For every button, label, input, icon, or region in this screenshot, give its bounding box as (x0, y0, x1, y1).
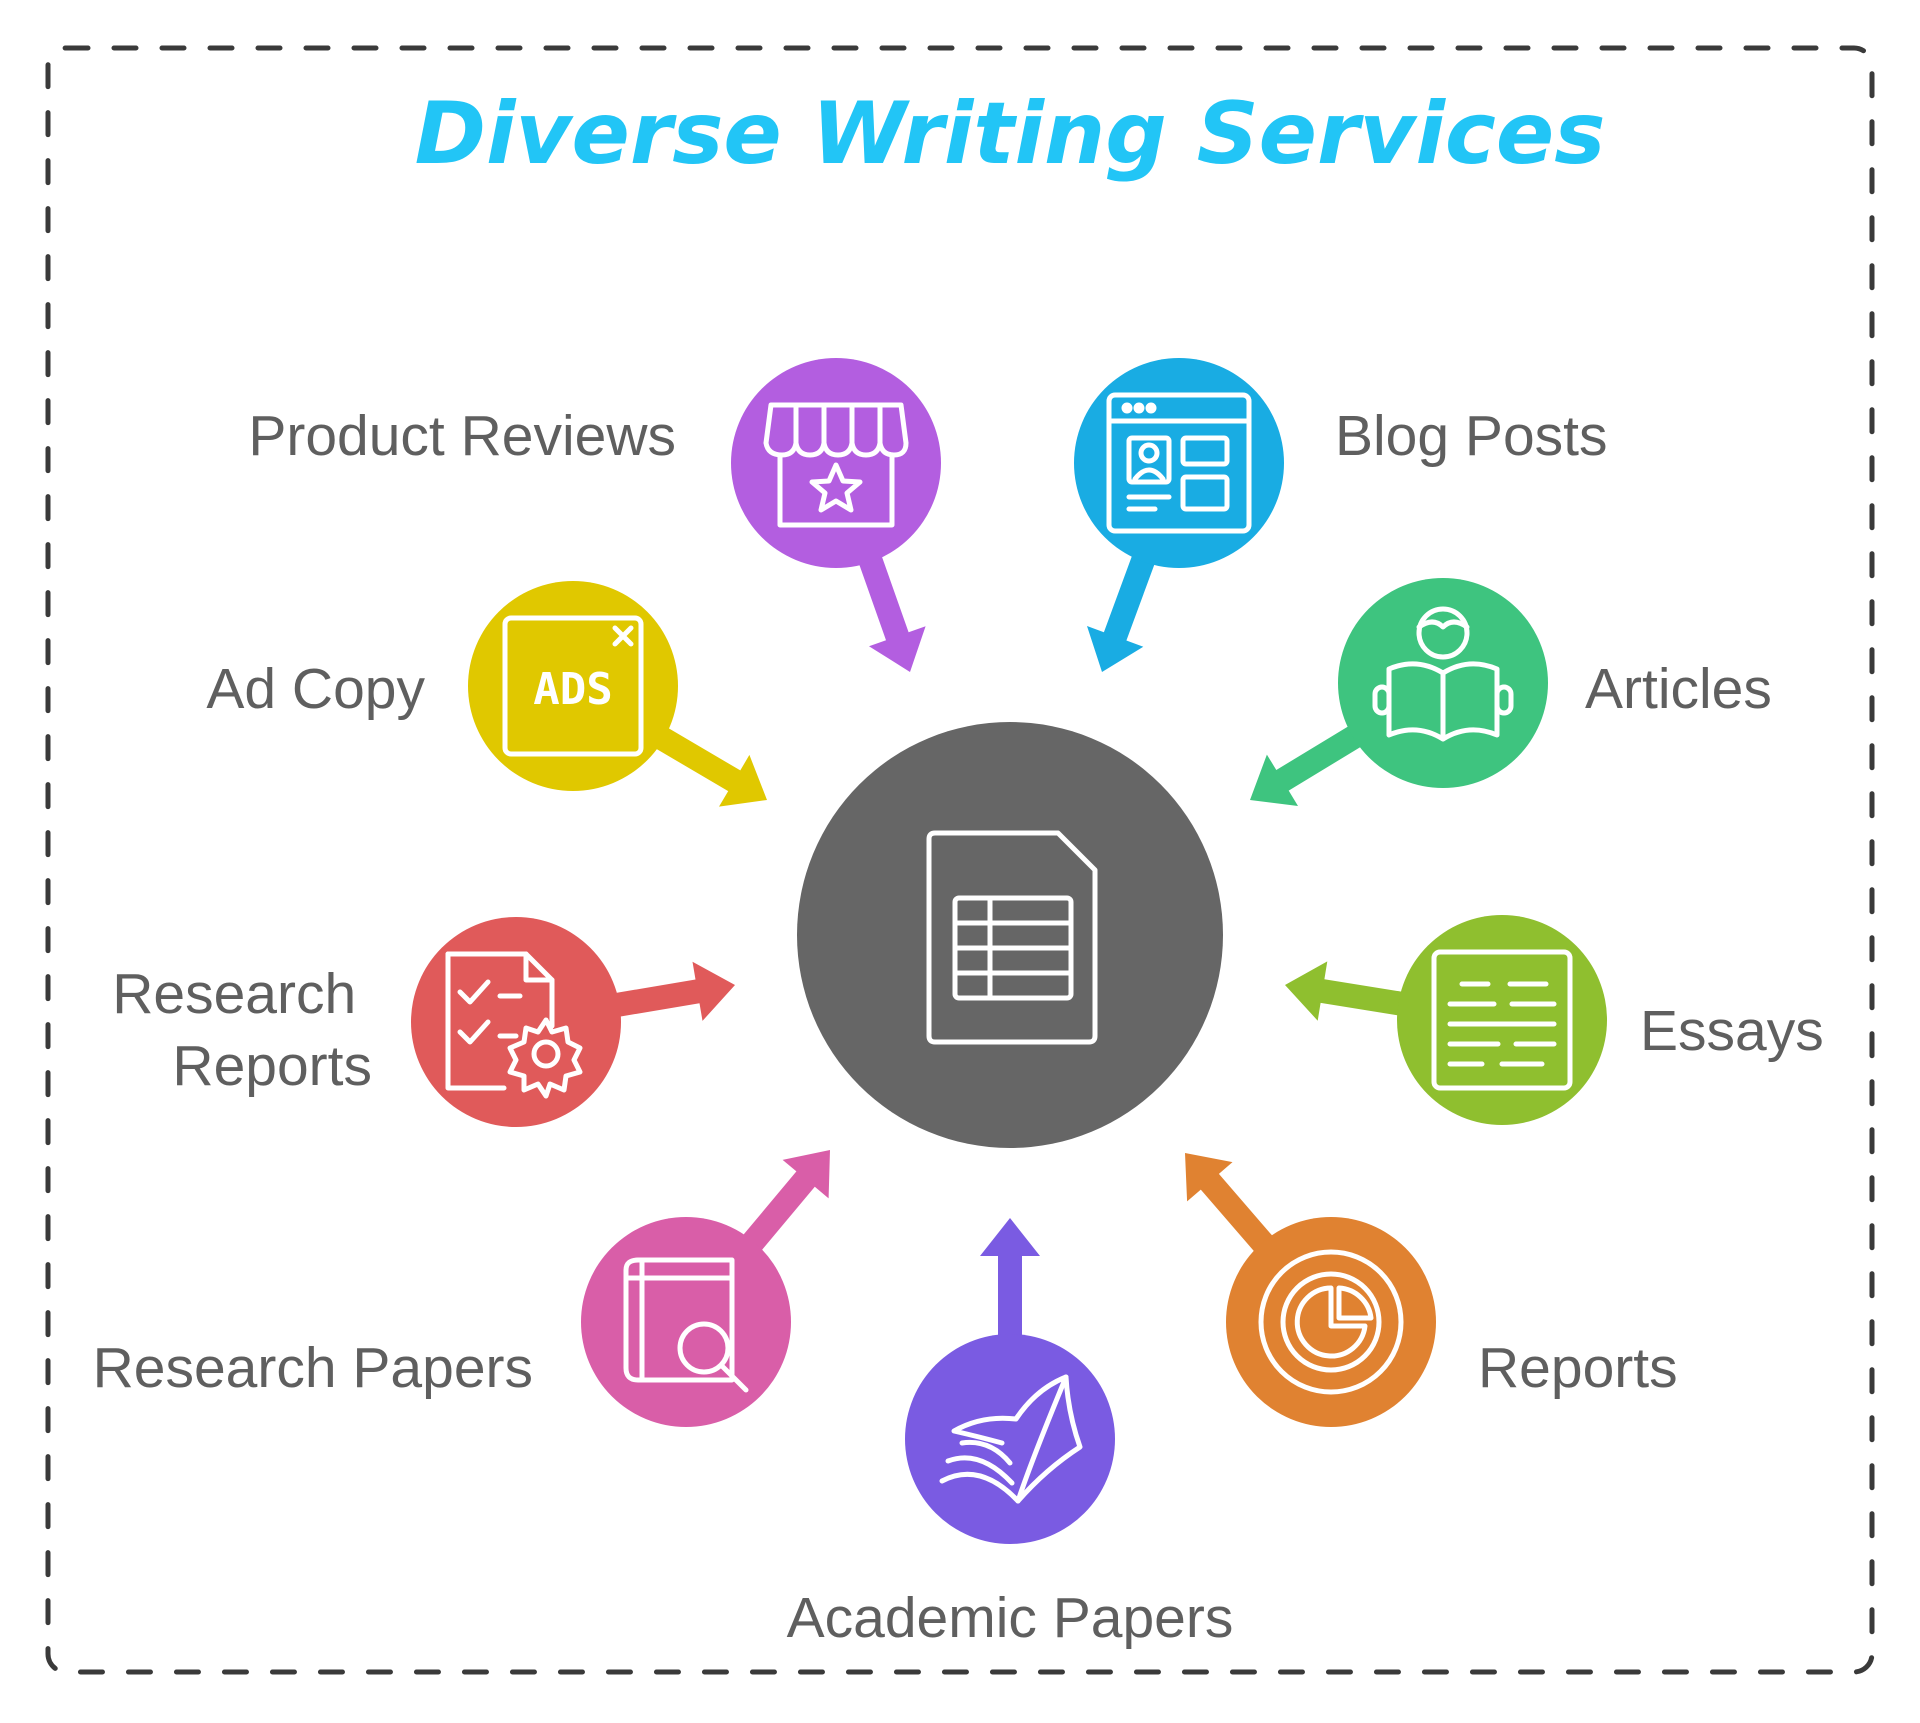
book-search-icon (623, 1257, 749, 1393)
label-product-reviews: Product Reviews (248, 404, 676, 468)
diagram-title: Diverse Writing Services (415, 84, 1606, 184)
service-node-4 (1226, 1217, 1436, 1427)
label-research-reports-line-2: Reports (172, 1034, 372, 1098)
service-node-0 (731, 358, 941, 568)
service-node-3 (1397, 915, 1607, 1125)
pie-chart-icon (1258, 1249, 1404, 1395)
service-node-8: ADS (468, 581, 678, 791)
web-browser-layout-icon (1106, 392, 1252, 534)
ads-text: ADS (533, 664, 612, 715)
service-circle-6 (581, 1217, 791, 1427)
connector-arrow-8 (650, 724, 767, 807)
connector-arrow-4 (1185, 1153, 1277, 1257)
service-circle-3 (1397, 915, 1607, 1125)
storefront-star-icon (763, 402, 909, 528)
label-essays: Essays (1640, 999, 1824, 1063)
person-reading-icon (1372, 606, 1514, 742)
hub-node (797, 722, 1223, 1148)
service-node-7 (411, 917, 621, 1127)
label-research-reports: Research Reports (112, 962, 372, 1098)
label-research-papers: Research Papers (93, 1336, 533, 1400)
spreadsheet-document-icon (926, 830, 1098, 1045)
label-blog-posts: Blog Posts (1335, 404, 1607, 468)
connector-arrow-2 (1250, 723, 1367, 806)
connector-arrow-6 (739, 1150, 830, 1256)
open-book-icon (939, 1374, 1083, 1504)
connector-arrow-5 (980, 1218, 1040, 1342)
label-academic-papers: Academic Papers (787, 1586, 1234, 1650)
service-node-6 (581, 1217, 791, 1427)
document-checklist-gear-icon (445, 951, 583, 1099)
label-ad-copy: Ad Copy (206, 657, 425, 721)
text-document-icon (1431, 949, 1573, 1091)
service-circle-5 (905, 1334, 1115, 1544)
service-circle-1 (1074, 358, 1284, 568)
service-circle-7 (411, 917, 621, 1127)
hub-circle (797, 722, 1223, 1148)
service-node-1 (1074, 358, 1284, 568)
service-node-5 (905, 1334, 1115, 1544)
label-research-reports-line-1: Research (112, 962, 356, 1026)
dashed-frame (45, 45, 1875, 1675)
connector-arrow-0 (857, 550, 926, 672)
connector-arrow-1 (1087, 549, 1157, 672)
connector-arrow-3 (1285, 961, 1409, 1021)
service-node-2 (1338, 578, 1548, 788)
label-articles: Articles (1585, 657, 1772, 721)
ads-window-icon: ADS (502, 615, 644, 757)
connector-arrow-7 (609, 961, 735, 1021)
label-reports: Reports (1478, 1336, 1678, 1400)
